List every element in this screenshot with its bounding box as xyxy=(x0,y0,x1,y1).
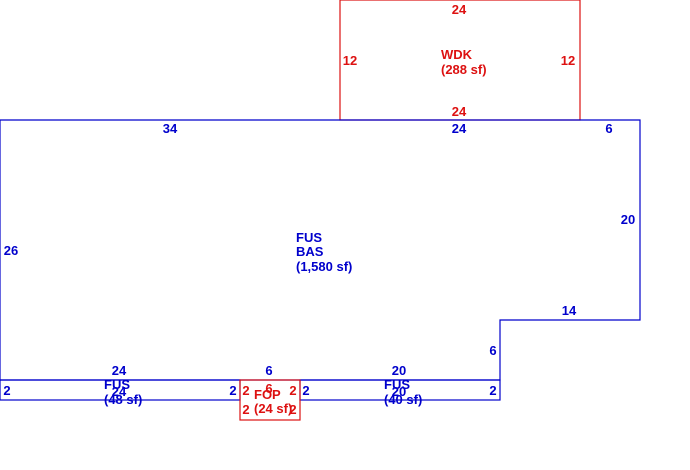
deck-code-label: WDK xyxy=(441,47,473,62)
dim-porch-right-1: 2 xyxy=(289,383,296,398)
main-code-label-2: BAS xyxy=(296,244,324,259)
dim-step-horizontal: 14 xyxy=(562,303,577,318)
deck-size-label: (288 sf) xyxy=(441,62,487,77)
dim-step-vertical: 6 xyxy=(489,343,496,358)
dim-main-top-mid: 24 xyxy=(452,121,467,136)
right-bay-size-label: (40 sf) xyxy=(384,392,422,407)
dim-deck-left: 12 xyxy=(343,53,357,68)
porch-size-label: (24 sf) xyxy=(254,401,292,416)
dim-deck-right: 12 xyxy=(561,53,575,68)
dim-left-bay-right: 2 xyxy=(229,383,236,398)
dim-right-bay-right: 2 xyxy=(489,383,496,398)
dim-main-top-left: 34 xyxy=(163,121,178,136)
dim-porch-top: 6 xyxy=(265,363,272,378)
dim-porch-left-1: 2 xyxy=(242,383,249,398)
main-house-outline xyxy=(0,119,641,381)
dim-left-bay-top: 24 xyxy=(112,363,127,378)
dim-main-left: 26 xyxy=(4,243,18,258)
dim-left-bay-left: 2 xyxy=(3,383,10,398)
right-bay-code-label: FUS xyxy=(384,377,410,392)
dim-porch-right-2: 2 xyxy=(289,402,296,417)
dim-porch-bottom: 6 xyxy=(265,381,272,396)
dim-right-bay-top: 20 xyxy=(392,363,406,378)
dim-porch-left-2: 2 xyxy=(242,402,249,417)
main-code-label-1: FUS xyxy=(296,230,322,245)
left-bay-code-label: FUS xyxy=(104,377,130,392)
dim-left-bay-bottom: 24 xyxy=(112,384,127,399)
porch-outline xyxy=(239,379,301,421)
main-size-label: (1,580 sf) xyxy=(296,259,352,274)
dim-right-bay-left: 2 xyxy=(302,383,309,398)
left-bay-size-label: (48 sf) xyxy=(104,392,142,407)
dim-main-top-right: 6 xyxy=(605,121,612,136)
dim-right-bay-bottom: 20 xyxy=(392,384,406,399)
dim-deck-bottom: 24 xyxy=(452,104,467,119)
dim-deck-top: 24 xyxy=(452,2,467,17)
dim-main-right: 20 xyxy=(621,212,635,227)
porch-code-label: FOP xyxy=(254,387,281,402)
